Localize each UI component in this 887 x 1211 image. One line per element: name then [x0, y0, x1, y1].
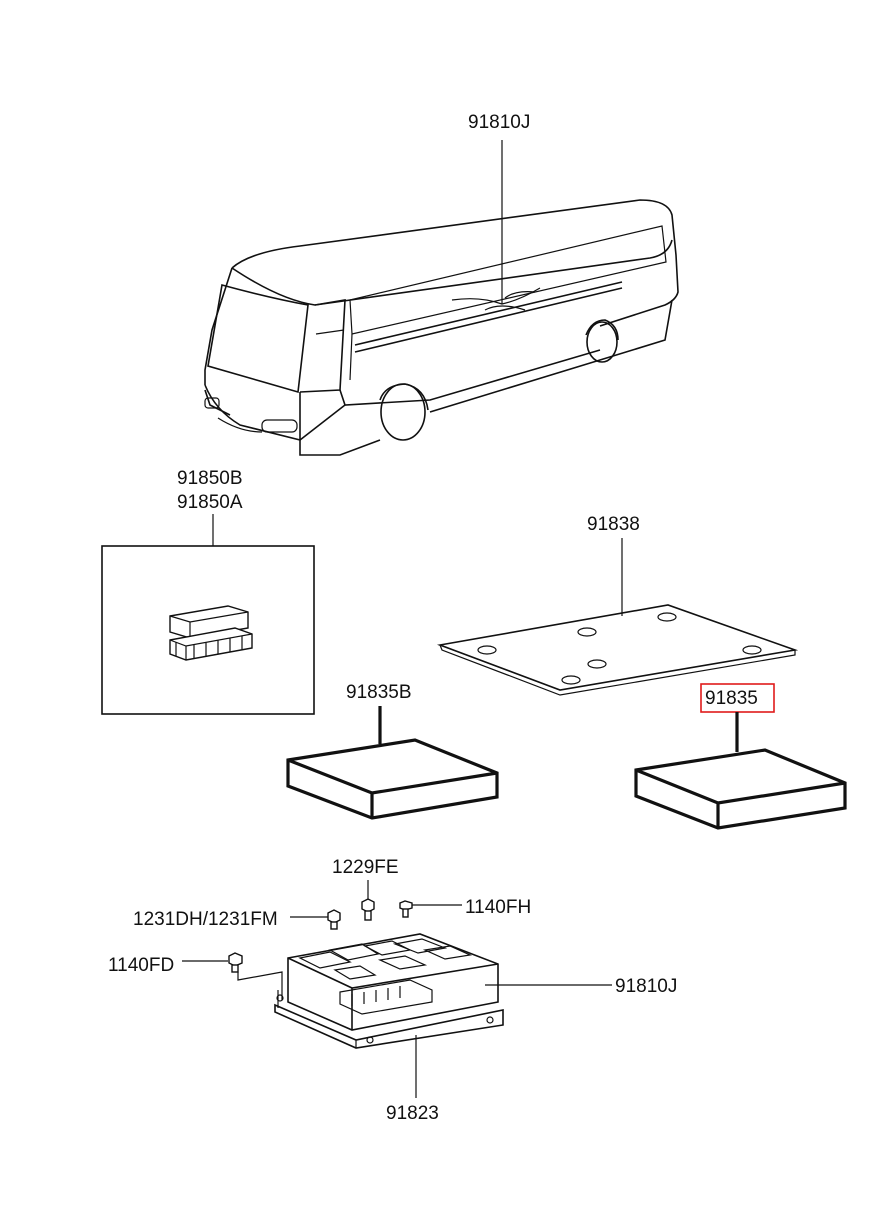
bracket-plate[interactable] [274, 990, 504, 1049]
leader-bolt-fd-bracket [237, 971, 283, 1000]
callout-cover-b[interactable]: 91835B [346, 682, 412, 703]
bolt-fd-icon[interactable] [228, 952, 243, 973]
callout-junction-box[interactable]: 91810J [615, 976, 677, 997]
callout-bolt-fe[interactable]: 1229FE [332, 857, 399, 878]
bus-illustration[interactable] [204, 199, 679, 456]
callout-bolt-fd[interactable]: 1140FD [108, 955, 174, 976]
callout-gasket[interactable]: 91838 [587, 514, 640, 535]
callout-cover[interactable]: 91835 [705, 688, 758, 709]
relay-illustration[interactable] [169, 605, 253, 661]
cover-b-block[interactable] [286, 738, 499, 820]
callout-bracket[interactable]: 91823 [386, 1103, 439, 1124]
callout-bolt-dh[interactable]: 1231DH/1231FM [133, 909, 278, 930]
callout-relay-a[interactable]: 91850A [177, 492, 243, 513]
bolt-dh-icon[interactable] [327, 909, 341, 930]
bolt-fe-icon[interactable] [361, 898, 375, 921]
gasket-plate[interactable] [436, 604, 799, 696]
bolt-fh-icon[interactable] [399, 900, 413, 918]
junction-box-body[interactable] [287, 933, 499, 1031]
cover-block[interactable] [634, 748, 847, 830]
callout-bolt-fh[interactable]: 1140FH [465, 897, 531, 918]
callout-relay-b[interactable]: 91850B [177, 468, 243, 489]
callout-bus-wiring[interactable]: 91810J [468, 112, 530, 133]
relay-detail-frame [101, 545, 315, 715]
